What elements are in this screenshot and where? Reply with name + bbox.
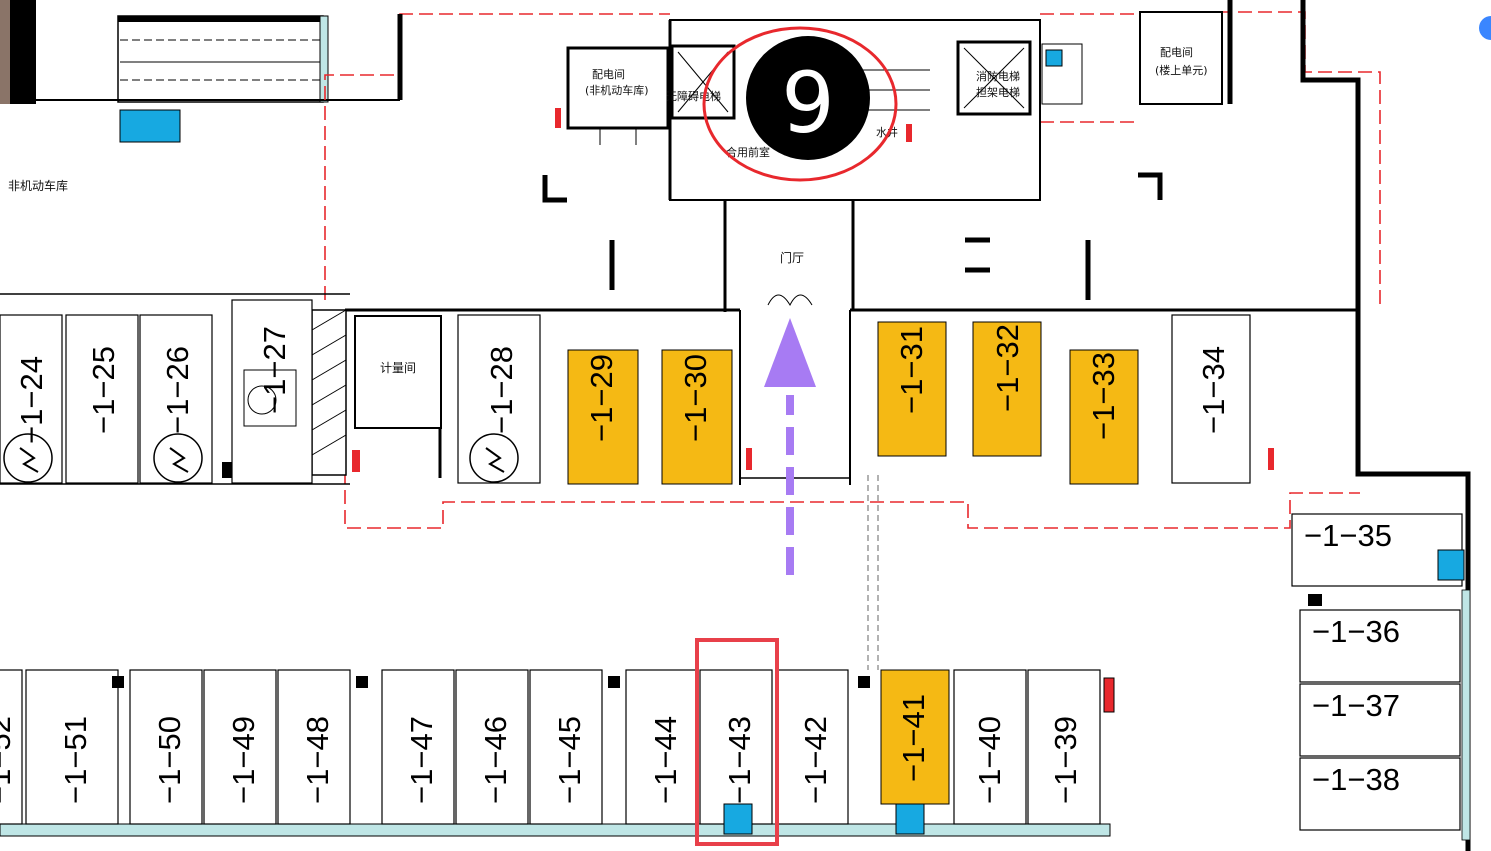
spot-label: −1−24 <box>14 356 49 444</box>
building-number: 9 <box>781 54 834 152</box>
bike-garage-label: 非机动车库 <box>8 178 68 193</box>
parking-spot-49[interactable]: −1−49 <box>203 669 277 825</box>
svg-text:无障碍电梯: 无障碍电梯 <box>666 89 721 103</box>
parking-spot-46[interactable]: −1−46 <box>455 669 529 825</box>
spot-label: −1−41 <box>896 694 931 782</box>
parking-spot-32[interactable]: −1−32 <box>972 321 1042 457</box>
spot-label: −1−27 <box>257 326 292 414</box>
info-icon[interactable] <box>1479 16 1491 40</box>
spot-label: −1−34 <box>1196 346 1231 434</box>
svg-text:门厅: 门厅 <box>780 250 804 265</box>
spot-label: −1−47 <box>404 716 439 804</box>
spot-label: −1−30 <box>678 354 713 442</box>
lobby: 门厅 <box>723 200 855 312</box>
parking-spot-47[interactable]: −1−47 <box>381 669 455 825</box>
meter-room: 计量间 <box>352 315 442 478</box>
parking-spot-37[interactable]: −1−37 <box>1299 683 1461 757</box>
parking-spot-26[interactable]: −1−26 <box>139 314 213 484</box>
core-block: 无障碍电梯 消防电梯 担架电梯 合用前室 水井 <box>666 19 1083 201</box>
parking-spot-33[interactable]: −1−33 <box>1069 349 1139 485</box>
wall-section <box>0 0 10 104</box>
highlight-box <box>695 638 779 846</box>
spot-label: −1−31 <box>894 326 929 414</box>
spot-label: −1−51 <box>58 716 93 804</box>
spot-label: −1−38 <box>1312 762 1400 797</box>
svg-text:计量间: 计量间 <box>380 361 416 375</box>
parking-spot-52[interactable]: −1−52 <box>0 669 23 825</box>
svg-text:担架电梯: 担架电梯 <box>976 85 1020 99</box>
spot-label: −1−48 <box>300 716 335 804</box>
parking-spot-42[interactable]: −1−42 <box>775 669 849 825</box>
spot-label: −1−33 <box>1086 352 1121 440</box>
spot-label: −1−32 <box>990 324 1025 412</box>
direction-arrow <box>764 318 816 575</box>
spot-label: −1−42 <box>798 716 833 804</box>
parking-spot-48[interactable]: −1−48 <box>277 669 351 825</box>
parking-spot-51[interactable]: −1−51 <box>25 669 119 825</box>
svg-text:合用前室: 合用前室 <box>726 145 770 159</box>
parking-spot-38[interactable]: −1−38 <box>1299 757 1461 831</box>
svg-text:(非机动车库): (非机动车库) <box>585 83 649 97</box>
parking-spot-40[interactable]: −1−40 <box>953 669 1027 825</box>
spot-label: −1−52 <box>0 716 17 804</box>
parking-spot-50[interactable]: −1−50 <box>129 669 203 825</box>
outer-walls <box>397 0 1471 851</box>
parking-column-right: −1−35 −1−36 −1−37 −1−38 <box>1291 513 1471 841</box>
elec-room-right: 配电间 (楼上单元) <box>1139 11 1223 105</box>
spot-label: −1−26 <box>160 346 195 434</box>
svg-text:消防电梯: 消防电梯 <box>976 69 1020 83</box>
elec-room-left: 配电间 (非机动车库) <box>555 46 670 145</box>
parking-row-upper: −1−24 −1−25 −1−26 −1−27 −1−28 −1−29 <box>0 299 1274 485</box>
spot-label: −1−37 <box>1312 688 1400 723</box>
svg-text:(楼上单元): (楼上单元) <box>1155 63 1208 77</box>
spot-label: −1−45 <box>552 716 587 804</box>
parking-spot-43[interactable]: −1−43 <box>699 669 773 835</box>
spot-label: −1−50 <box>152 716 187 804</box>
parking-spot-24[interactable]: −1−24 <box>0 314 63 484</box>
parking-spot-30[interactable]: −1−30 <box>661 349 752 485</box>
spot-label: −1−46 <box>478 716 513 804</box>
parking-spot-31[interactable]: −1−31 <box>877 321 947 457</box>
parking-spot-44[interactable]: −1−44 <box>625 669 699 825</box>
equipment-box <box>119 109 181 143</box>
spot-label: −1−36 <box>1312 614 1400 649</box>
svg-text:配电间: 配电间 <box>592 68 625 81</box>
parking-spot-34[interactable]: −1−34 <box>1171 314 1274 484</box>
hatched-shaft <box>311 309 347 476</box>
spot-label: −1−44 <box>648 716 683 804</box>
parking-spot-39[interactable]: −1−39 <box>1027 669 1101 825</box>
spot-label: −1−29 <box>584 354 619 442</box>
spot-label: −1−49 <box>226 716 261 804</box>
svg-text:配电间: 配电间 <box>1160 46 1193 59</box>
stair-block-left <box>36 15 400 103</box>
spot-label: −1−43 <box>722 716 757 804</box>
corridor <box>867 475 879 670</box>
parking-spot-29[interactable]: −1−29 <box>567 349 639 485</box>
building-number-badge: 9 <box>702 26 898 182</box>
spot-label: −1−25 <box>86 346 121 434</box>
wall-section <box>10 0 36 104</box>
parking-spot-36[interactable]: −1−36 <box>1299 609 1461 683</box>
spot-label: −1−40 <box>972 716 1007 804</box>
parking-spot-45[interactable]: −1−45 <box>529 669 603 825</box>
spot-label: −1−35 <box>1304 518 1392 553</box>
parking-row-lower: −1−52 −1−51 −1−50 −1−49 −1−48 −1−47 −1−4… <box>0 669 1115 837</box>
spot-label: −1−39 <box>1048 716 1083 804</box>
spot-label: −1−28 <box>484 346 519 434</box>
parking-spot-27[interactable]: −1−27 <box>222 299 313 484</box>
parking-spot-28[interactable]: −1−28 <box>457 314 541 484</box>
parking-spot-35[interactable]: −1−35 <box>1291 513 1465 587</box>
parking-spot-41[interactable]: −1−41 <box>880 669 950 835</box>
parking-spot-25[interactable]: −1−25 <box>65 314 139 484</box>
